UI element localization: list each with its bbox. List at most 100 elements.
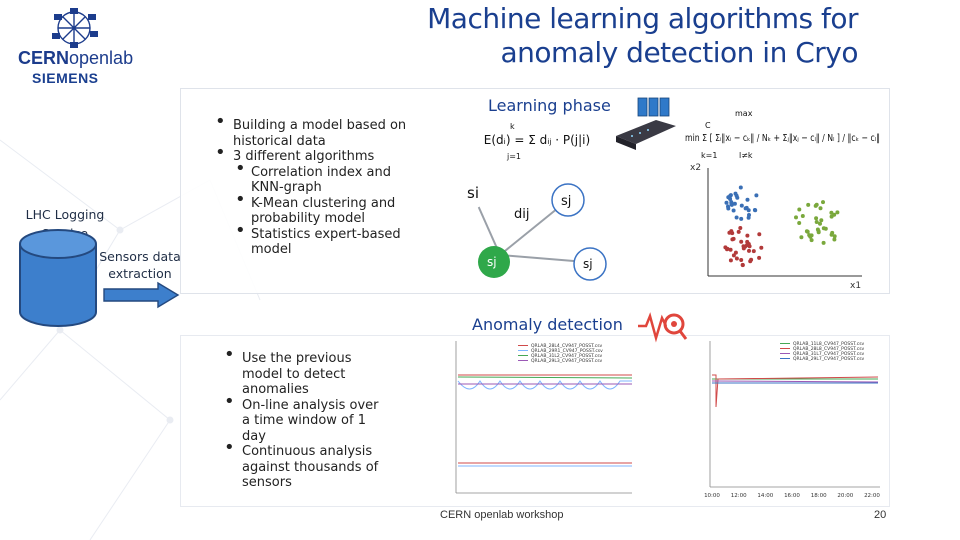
formula1-text: E(dᵢ) = Σ dᵢⱼ · P(j|i) xyxy=(484,133,590,147)
learning-bullets: Building a model based on historical dat… xyxy=(213,114,423,258)
database-cylinder-icon xyxy=(19,229,97,327)
cluster-point xyxy=(814,202,819,207)
cluster-point xyxy=(738,226,743,230)
node-sj-top: sj xyxy=(551,183,585,217)
legend-entry: QRLAB_31L2_CV947_POSST.csv xyxy=(531,353,603,359)
cluster-point xyxy=(814,216,819,221)
cluster-point xyxy=(835,210,840,215)
x-tick-label: 18:00 xyxy=(811,493,827,499)
sensor-graph: si sj dij sj sj xyxy=(455,175,607,281)
siemens-wordmark: SIEMENS xyxy=(32,70,99,86)
cluster-point xyxy=(733,250,738,255)
cluster-point xyxy=(799,235,804,240)
cluster-point xyxy=(829,210,834,215)
chart1-legend: QRLAB_28L4_CV947_POSST.csvQRLAB_29R1_CV9… xyxy=(518,343,603,364)
cluster-point xyxy=(797,221,802,225)
cluster-point xyxy=(739,258,744,262)
cluster-point xyxy=(818,221,822,226)
sub-bullet-correlation: Correlation index and KNN-graph xyxy=(233,161,423,196)
sub-bullet-statistics: Statistics expert-based model xyxy=(233,223,423,258)
cluster-point xyxy=(794,215,798,220)
cluster-point xyxy=(731,208,736,213)
cluster-point xyxy=(829,232,834,237)
cluster-point xyxy=(797,207,802,212)
slide-title: Machine learning algorithms for anomaly … xyxy=(427,2,858,70)
x-tick-label: 22:00 xyxy=(864,493,880,499)
legend-entry: QRLAB_29L7_CV947_POSST.csv xyxy=(793,356,865,362)
anomaly-signal-icon xyxy=(638,312,688,343)
legend-entry: QRLAB_29L3_CV947_POSST.csv xyxy=(531,358,603,364)
cluster-point xyxy=(821,240,826,245)
bullet-continuous-analysis: Continuous analysis against thousands of… xyxy=(222,440,382,491)
bullet-building-model: Building a model based on historical dat… xyxy=(213,114,423,149)
cluster-point xyxy=(728,258,733,263)
sensors-label-line2: extraction xyxy=(108,266,172,281)
cluster-point xyxy=(745,233,750,238)
node-si-top-label: si xyxy=(467,184,479,202)
cluster-point xyxy=(757,232,762,237)
bullet-online-analysis: On-line analysis over a time window of 1… xyxy=(222,394,382,445)
cluster-point xyxy=(821,226,826,231)
cluster-scatter-plot: x2 x1 xyxy=(690,163,862,290)
edge-dij-label: dij xyxy=(514,207,529,222)
cluster-point xyxy=(746,242,751,246)
cluster-point xyxy=(807,233,812,238)
cluster-point xyxy=(728,193,733,198)
node-sj-top-label: sj xyxy=(561,194,571,209)
cluster-point xyxy=(746,208,751,213)
legend-entry: QRLAB_29R1_CV947_POSST.csv xyxy=(531,348,603,354)
cern-network-logo-icon xyxy=(52,8,98,48)
cluster-point xyxy=(759,245,764,250)
cluster-point xyxy=(806,202,811,207)
cluster-point xyxy=(757,255,762,260)
cluster-point xyxy=(747,213,751,217)
learning-phase-title: Learning phase xyxy=(488,96,611,115)
cern-wordmark: CERNopenlab xyxy=(18,48,133,69)
formula1-top-limit: k xyxy=(510,122,515,131)
x-tick-label: 12:00 xyxy=(731,493,747,499)
legend-entry: QRLAB_28L4_CV947_POSST.csv xyxy=(531,343,603,349)
cluster-point xyxy=(743,206,748,211)
cluster-point xyxy=(832,234,837,239)
formula2-k1: k=1 xyxy=(701,151,717,160)
cluster-point xyxy=(819,218,824,223)
cluster-point xyxy=(739,216,744,221)
chart2-legend: QRLAB_11L8_CV947_POSST.csvQRLAB_28L8_CV9… xyxy=(780,341,865,362)
x-tick-label: 20:00 xyxy=(837,493,853,499)
formula1-bottom-limit: j=1 xyxy=(506,152,521,161)
cluster-point xyxy=(740,263,745,268)
anomaly-chart-1: QRLAB_28L4_CV947_POSST.csvQRLAB_29R1_CV9… xyxy=(455,341,633,494)
node-sj-right: sj xyxy=(573,247,607,281)
cluster-point xyxy=(729,229,734,234)
formula2-max: max xyxy=(735,109,753,118)
right-arrow-icon xyxy=(103,281,180,309)
cluster-point xyxy=(725,246,730,251)
bullet-three-algorithms: 3 different algorithms Correlation index… xyxy=(213,145,423,258)
anomaly-detection-title: Anomaly detection xyxy=(472,315,623,334)
cluster-point xyxy=(731,253,736,258)
sensors-data-extraction-label: Sensors data extraction xyxy=(96,248,184,282)
footer-workshop: CERN openlab workshop xyxy=(440,509,564,521)
kmeans-objective-formula: min Σ [ Σᵢ‖xᵢ − cₖ‖ / Nₖ + Σⱼ‖xⱼ − cₗ‖ /… xyxy=(685,109,880,160)
cluster-point xyxy=(832,237,837,242)
cluster-point xyxy=(736,229,741,234)
cluster-point xyxy=(754,193,759,198)
cluster-point xyxy=(753,208,758,213)
cluster-point xyxy=(743,244,748,249)
cluster-point xyxy=(734,256,739,261)
title-line-2: anomaly detection in Cryo xyxy=(500,36,858,69)
server-rack-icon xyxy=(616,97,676,150)
title-line-1: Machine learning algorithms for xyxy=(427,2,858,35)
expected-distance-formula: E(dᵢ) = Σ dᵢⱼ · P(j|i) k j=1 xyxy=(484,122,590,161)
cluster-point xyxy=(738,185,743,190)
cluster-point xyxy=(728,197,733,201)
node-sj-bottom: sj xyxy=(478,246,510,278)
cern-openlab-logo xyxy=(14,6,134,92)
cluster-dots xyxy=(723,185,840,268)
cluster-point xyxy=(739,203,744,208)
cluster-point xyxy=(821,200,825,205)
bullet-three-algorithms-text: 3 different algorithms xyxy=(233,149,375,164)
scatter-y-axis-label: x2 xyxy=(690,163,701,173)
cluster-point xyxy=(809,238,814,243)
